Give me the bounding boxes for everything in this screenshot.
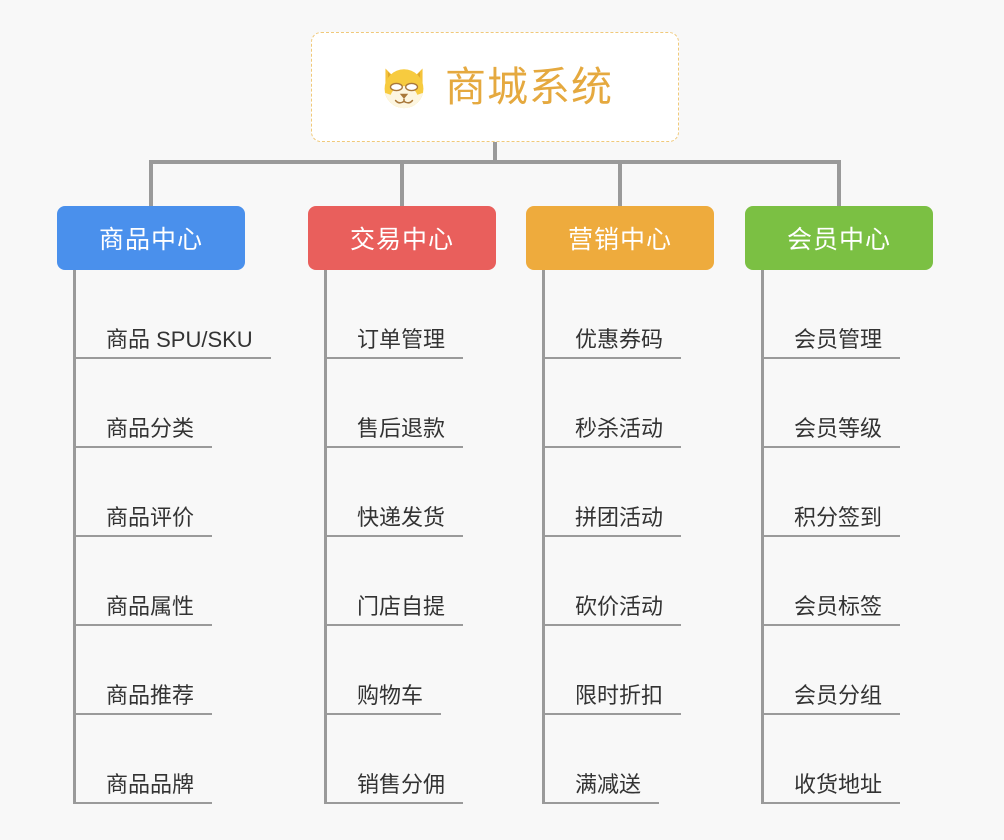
leaf-label: 商品评价 xyxy=(106,504,195,530)
leaf-label: 积分签到 xyxy=(794,504,883,530)
leaf-label: 限时折扣 xyxy=(575,682,664,708)
root-node[interactable]: 商城系统 xyxy=(311,32,679,142)
branch-column-3: 营销中心 优惠券码 秒杀活动 拼团活动 砍价活动 限时折扣 满减送 xyxy=(526,206,714,804)
connector-drop-2 xyxy=(400,160,404,208)
leaf-item[interactable]: 优惠券码 xyxy=(542,270,714,359)
leaf-item[interactable]: 订单管理 xyxy=(324,270,496,359)
leaf-label: 商品 SPU/SKU xyxy=(106,326,253,352)
leaf-item[interactable]: 满减送 xyxy=(542,715,714,804)
leaf-label: 商品品牌 xyxy=(106,771,195,797)
leaf-spine xyxy=(542,270,545,804)
leaf-label: 商品属性 xyxy=(106,593,195,619)
leaf-item[interactable]: 会员管理 xyxy=(761,270,933,359)
leaf-list-1: 商品 SPU/SKU 商品分类 商品评价 商品属性 商品推荐 商品品牌 xyxy=(73,270,271,804)
leaf-label: 订单管理 xyxy=(357,326,446,352)
leaf-label: 快递发货 xyxy=(357,504,446,530)
leaf-list-4: 会员管理 会员等级 积分签到 会员标签 会员分组 收货地址 xyxy=(761,270,933,804)
leaf-item[interactable]: 购物车 xyxy=(324,626,496,715)
leaf-item[interactable]: 限时折扣 xyxy=(542,626,714,715)
leaf-item[interactable]: 销售分佣 xyxy=(324,715,496,804)
leaf-item[interactable]: 会员分组 xyxy=(761,626,933,715)
branch-header-3[interactable]: 营销中心 xyxy=(526,206,714,270)
leaf-spine xyxy=(324,270,327,804)
root-title: 商城系统 xyxy=(445,63,613,110)
branch-column-4: 会员中心 会员管理 会员等级 积分签到 会员标签 会员分组 收货地址 xyxy=(745,206,933,804)
branch-header-label: 会员中心 xyxy=(786,226,891,254)
connector-root-stub xyxy=(493,142,497,164)
leaf-item[interactable]: 砍价活动 xyxy=(542,537,714,626)
leaf-label: 会员等级 xyxy=(794,415,883,441)
leaf-label: 优惠券码 xyxy=(575,326,664,352)
leaf-item[interactable]: 会员标签 xyxy=(761,537,933,626)
leaf-label: 会员管理 xyxy=(794,326,883,352)
connector-bus xyxy=(149,160,839,164)
leaf-item[interactable]: 收货地址 xyxy=(761,715,933,804)
leaf-label: 秒杀活动 xyxy=(575,415,664,441)
leaf-item[interactable]: 商品 SPU/SKU xyxy=(73,270,271,359)
leaf-label: 满减送 xyxy=(575,771,642,797)
leaf-label: 砍价活动 xyxy=(575,593,664,619)
branch-header-label: 交易中心 xyxy=(349,226,454,254)
leaf-list-3: 优惠券码 秒杀活动 拼团活动 砍价活动 限时折扣 满减送 xyxy=(542,270,714,804)
branch-header-2[interactable]: 交易中心 xyxy=(308,206,496,270)
leaf-list-2: 订单管理 售后退款 快递发货 门店自提 购物车 销售分佣 xyxy=(324,270,496,804)
leaf-label: 商品推荐 xyxy=(106,682,195,708)
leaf-item[interactable]: 积分签到 xyxy=(761,448,933,537)
leaf-item[interactable]: 商品品牌 xyxy=(73,715,245,804)
leaf-item[interactable]: 拼团活动 xyxy=(542,448,714,537)
branch-column-2: 交易中心 订单管理 售后退款 快递发货 门店自提 购物车 销售分佣 xyxy=(308,206,496,804)
leaf-spine xyxy=(761,270,764,804)
leaf-label: 购物车 xyxy=(357,682,424,708)
connector-drop-1 xyxy=(149,160,153,208)
leaf-item[interactable]: 商品分类 xyxy=(73,359,245,448)
branch-header-label: 营销中心 xyxy=(567,226,672,254)
leaf-item[interactable]: 商品评价 xyxy=(73,448,245,537)
leaf-label: 商品分类 xyxy=(106,415,195,441)
leaf-item[interactable]: 商品推荐 xyxy=(73,626,245,715)
leaf-label: 售后退款 xyxy=(357,415,446,441)
connector-drop-4 xyxy=(837,160,841,208)
leaf-label: 销售分佣 xyxy=(357,771,446,797)
leaf-label: 会员标签 xyxy=(794,593,883,619)
leaf-item[interactable]: 会员等级 xyxy=(761,359,933,448)
leaf-item[interactable]: 快递发货 xyxy=(324,448,496,537)
leaf-label: 收货地址 xyxy=(794,771,883,797)
leaf-item[interactable]: 门店自提 xyxy=(324,537,496,626)
shiba-dog-icon xyxy=(384,68,424,109)
leaf-label: 拼团活动 xyxy=(575,504,664,530)
leaf-label: 会员分组 xyxy=(794,682,883,708)
branch-header-label: 商品中心 xyxy=(98,226,203,254)
leaf-item[interactable]: 售后退款 xyxy=(324,359,496,448)
connector-drop-3 xyxy=(618,160,622,208)
leaf-spine xyxy=(73,270,76,804)
leaf-item[interactable]: 商品属性 xyxy=(73,537,245,626)
branch-column-1: 商品中心 商品 SPU/SKU 商品分类 商品评价 商品属性 商品推荐 商品品牌 xyxy=(57,206,271,804)
branch-header-1[interactable]: 商品中心 xyxy=(57,206,245,270)
leaf-item[interactable]: 秒杀活动 xyxy=(542,359,714,448)
leaf-label: 门店自提 xyxy=(357,593,446,619)
branch-header-4[interactable]: 会员中心 xyxy=(745,206,933,270)
